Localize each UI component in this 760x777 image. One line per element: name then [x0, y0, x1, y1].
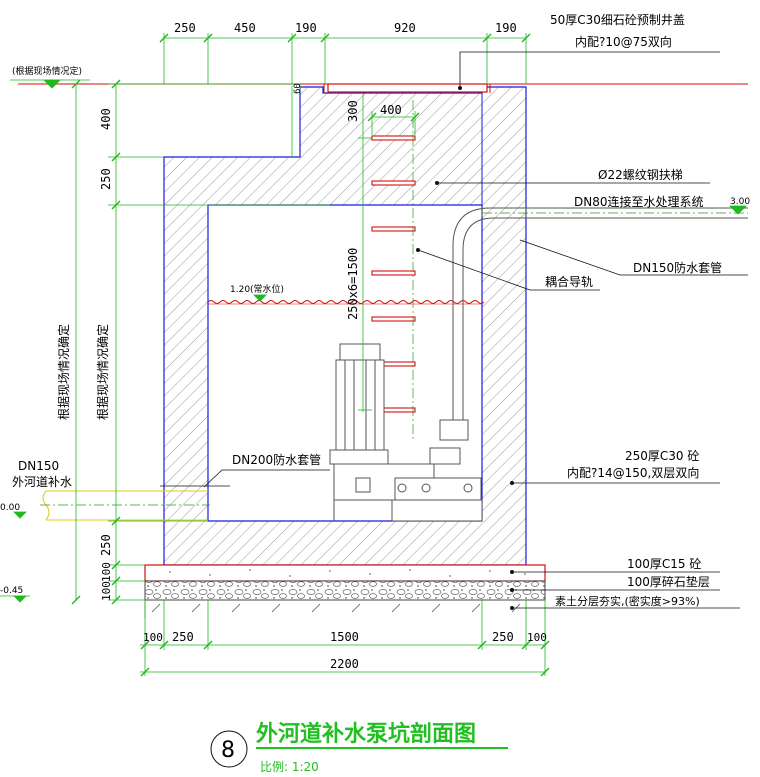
steel-ladder	[371, 135, 416, 413]
dim-ladder-spacing: 250x6=1500	[346, 248, 360, 320]
dim-top-1: 250	[174, 21, 196, 35]
coupling-rail-label: 耦合导轨	[545, 274, 593, 289]
inlet-dn-label: DN150	[18, 459, 59, 473]
base-layers	[144, 564, 546, 618]
dim-left-1: 400	[99, 108, 113, 130]
dimension-ticks	[71, 33, 550, 677]
dim-top-2: 450	[234, 21, 256, 35]
c15-label: 100厚C15 砼	[627, 557, 701, 571]
dim-left-5: 100	[100, 581, 113, 601]
title-block: 8 外河道补水泵坑剖面图 比例: 1:20	[210, 721, 508, 774]
dim-bottom-2: 250	[172, 630, 194, 644]
drawing-number-circle	[210, 730, 248, 768]
dim-bottom-3: 1500	[330, 630, 359, 644]
cover-label: 50厚C30细石砼预制井盖	[550, 13, 685, 27]
dim-bottom-4: 250	[492, 630, 514, 644]
site-elevation-note: (根据现场情况定)	[12, 65, 82, 77]
manhole-cover	[323, 83, 491, 93]
dn80-elevation: 3.00	[730, 197, 750, 207]
dim-offset: 60	[293, 83, 303, 94]
water-level-line	[207, 300, 485, 305]
dn80-label: DN80连接至水处理系统	[574, 194, 704, 209]
inlet-name-label: 外河道补水	[12, 475, 72, 489]
wall-rebar-label: 内配?14@150,双层双向	[567, 465, 699, 480]
vertical-note-2: 根据现场情况确定	[95, 324, 110, 420]
dim-bottom-1: 100	[143, 631, 163, 644]
dn150-sleeve-label: DN150防水套管	[633, 260, 722, 275]
dim-left-2: 250	[99, 168, 113, 190]
inlet-elevation: 0.00	[0, 503, 20, 513]
wall-label: 250厚C30 砼	[625, 449, 699, 463]
water-level-label: 1.20(常水位)	[230, 283, 284, 295]
ladder-label: Ø22螺纹钢扶梯	[598, 167, 683, 182]
leader-lines	[160, 51, 748, 609]
bottom-elevation: -0.45	[0, 586, 23, 596]
dim-top-4: 920	[394, 21, 416, 35]
dim-left-4: 100	[100, 562, 113, 582]
gravel-label: 100厚碎石垫层	[627, 574, 710, 589]
dn200-sleeve-label: DN200防水套管	[232, 452, 321, 467]
drawing-scale: 比例: 1:20	[260, 760, 319, 774]
dim-ladder-width: 400	[380, 103, 402, 117]
dim-bottom-5: 100	[527, 631, 547, 644]
cover-rebar-label: 内配?10@75双向	[575, 34, 672, 49]
dim-ladder-top: 300	[346, 100, 360, 122]
drawing-title: 外河道补水泵坑剖面图	[256, 721, 476, 747]
soil-label: 素土分层夯实,(密实度>93%)	[555, 594, 700, 608]
vertical-note-1: 根据现场情况确定	[56, 324, 71, 420]
dim-top-5: 190	[495, 21, 517, 35]
dim-top-3: 190	[295, 21, 317, 35]
drawing-number: 8	[221, 738, 235, 763]
dimension-lines	[75, 33, 546, 676]
elevation-markers	[0, 79, 747, 603]
dim-total: 2200	[330, 657, 359, 671]
submersible-pump	[329, 343, 483, 522]
dim-left-3: 250	[99, 534, 113, 556]
